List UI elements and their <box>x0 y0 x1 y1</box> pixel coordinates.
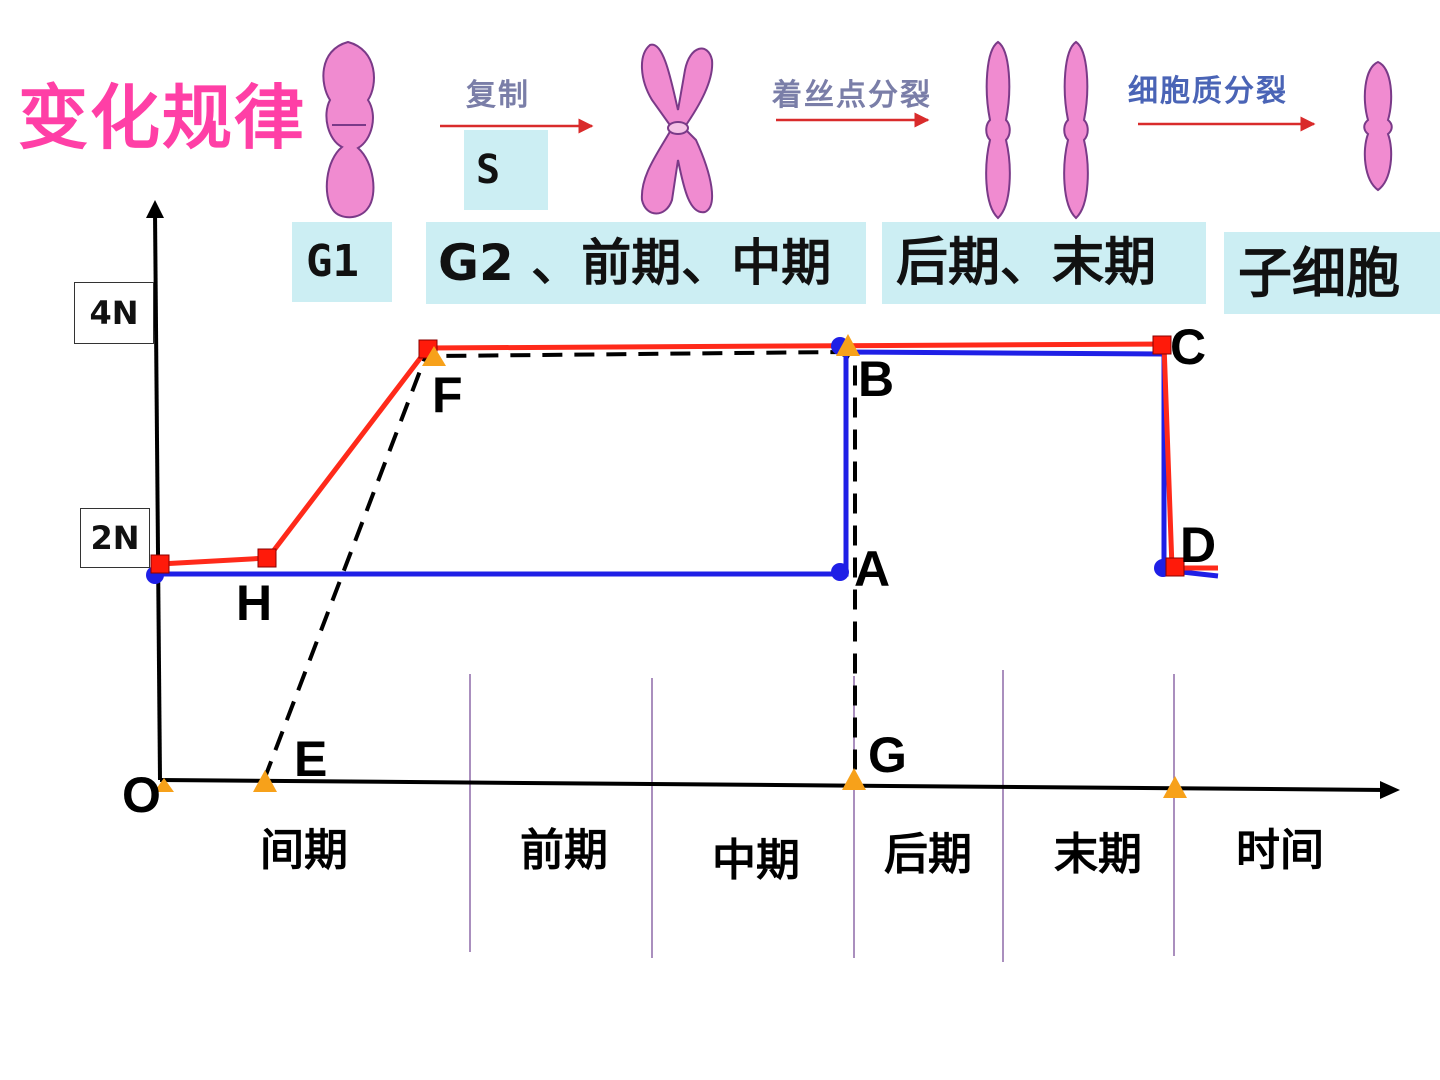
stage-g1-box: G1 <box>292 222 392 302</box>
point-b-label: B <box>858 351 895 407</box>
level-4n-label: 4N <box>74 282 154 344</box>
phase-metaphase-label: 中期 <box>712 835 800 886</box>
x-axis <box>159 778 1387 792</box>
point-a-label: A <box>854 541 891 597</box>
cytokinesis-label: 细胞质分裂 <box>1128 74 1288 109</box>
point-h-label: H <box>236 575 273 631</box>
centromere-split-label: 着丝点分裂 <box>772 78 932 113</box>
point-f-label: F <box>432 367 463 423</box>
chromosome-daughter-icon <box>1363 60 1393 192</box>
stage-anaphase-telophase-box: 后期、末期 <box>882 222 1206 304</box>
point-c-label: C <box>1170 319 1207 375</box>
phase-prophase-label: 前期 <box>520 825 608 876</box>
dashed-curve <box>262 347 857 781</box>
point-g-label: G <box>868 727 907 783</box>
level-2n-label: 2N <box>80 508 150 568</box>
x-axis-arrowhead <box>1380 781 1400 799</box>
chromosome-separated-icon <box>985 40 1089 220</box>
stage-g2-prophase-metaphase-box: G2 、前期、中期 <box>426 222 866 304</box>
phase-telophase-label: 末期 <box>1054 829 1142 880</box>
phase-interphase-label: 间期 <box>260 825 348 876</box>
point-o-label: O <box>122 767 161 823</box>
page-title: 变化规律 <box>18 77 306 159</box>
blue-markers <box>146 337 1172 584</box>
replication-label: 复制 <box>466 78 530 113</box>
chromosome-replicated-icon <box>640 43 714 215</box>
y-axis <box>153 211 162 781</box>
stage-daughter-cell-box: 子细胞 <box>1224 232 1440 314</box>
y-axis-arrowhead <box>146 200 164 218</box>
chromosome-g1-icon <box>322 40 375 219</box>
orange-markers <box>154 334 1187 798</box>
point-e-label: E <box>294 731 328 787</box>
phase-anaphase-label: 后期 <box>884 829 972 880</box>
x-axis-title: 时间 <box>1236 825 1324 876</box>
blue-curve <box>156 349 1219 579</box>
red-curve <box>159 341 1218 571</box>
stage-s-box: S <box>464 130 548 210</box>
point-d-label: D <box>1180 517 1217 573</box>
red-markers <box>150 335 1185 577</box>
